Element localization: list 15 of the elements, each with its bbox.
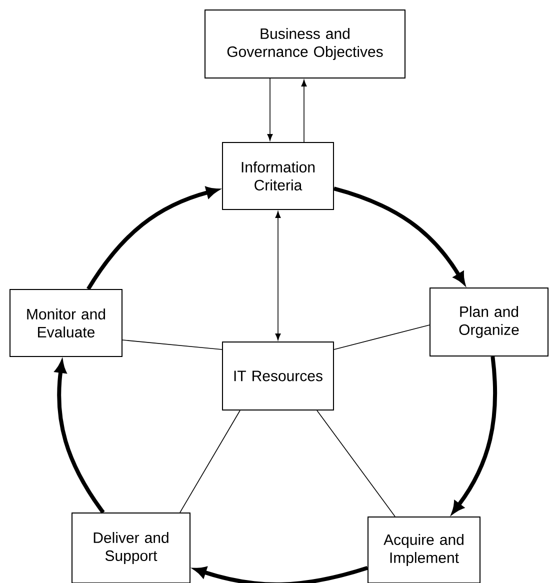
process-box: Plan and Organize [430, 288, 548, 356]
arrow [267, 78, 273, 141]
connector-line [122, 340, 222, 350]
arrow [301, 80, 307, 142]
arrow [275, 211, 281, 340]
cycle-arrow [452, 356, 498, 514]
connector-line [334, 324, 430, 350]
connector-line [316, 410, 396, 517]
process-box: Deliver and Support [72, 512, 190, 583]
process-box: Acquire and Implement [368, 516, 480, 583]
process-box: Information Criteria [222, 142, 334, 210]
connector-line [180, 410, 240, 513]
process-box: IT Resources [222, 342, 334, 410]
process-box: Business and Governance Objectives [204, 10, 406, 78]
process-box: Monitor and Evaluate [10, 289, 122, 357]
